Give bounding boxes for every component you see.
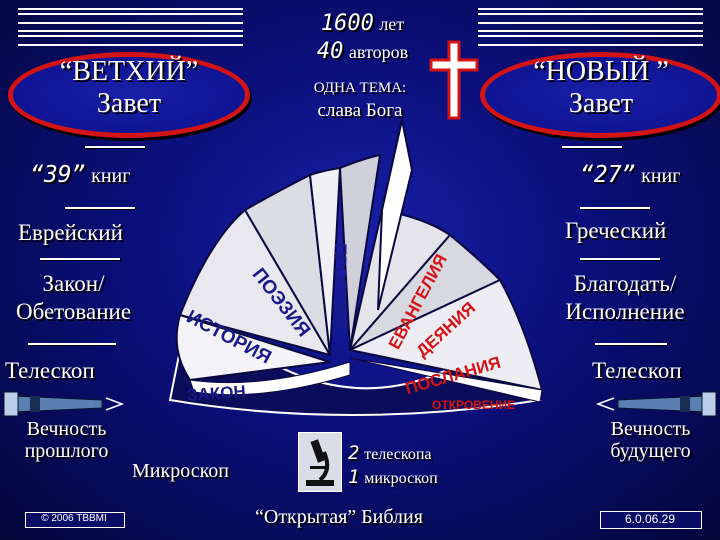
old-telescope-icon xyxy=(3,391,125,417)
new-language: Греческий xyxy=(565,218,667,243)
open-bible-caption: “Открытая” Библия xyxy=(255,506,423,528)
section-law: ЗАКОН xyxy=(186,381,247,406)
top-left-lines-2 xyxy=(18,30,243,46)
old-count-rule xyxy=(65,207,135,209)
new-scope: Вечность будущего xyxy=(610,418,691,462)
microscope-icon xyxy=(298,432,342,492)
old-title-rule xyxy=(85,146,145,148)
legend-telescopes: 2 телескопа xyxy=(348,442,432,464)
code-text: 6.0.06.29 xyxy=(624,512,676,526)
authors-text: 40 авторов xyxy=(316,39,409,64)
old-theme-rule xyxy=(28,343,116,345)
old-testament-title: “ВЕТХИЙ” Завет xyxy=(59,56,199,119)
new-testament-oval xyxy=(480,52,720,138)
copyright-text: © 2006 TBBMI xyxy=(41,513,107,524)
cross-icon xyxy=(429,40,479,120)
old-lang-rule xyxy=(40,258,120,260)
section-revelation: ОТКРОВЕНИЕ xyxy=(432,398,516,412)
new-title-rule xyxy=(562,146,622,148)
copyright-box xyxy=(25,512,125,528)
new-theme-rule xyxy=(595,343,667,345)
legend-microscope: 1 микроскоп xyxy=(348,466,438,488)
top-right-lines xyxy=(478,8,703,24)
section-prophets: ПРОРОКИ xyxy=(330,243,350,327)
old-book-count: “39” книг xyxy=(30,162,131,188)
microscope-label: Микроскоп xyxy=(132,460,229,482)
open-bible-diagram xyxy=(168,119,544,416)
new-telescope-label: Телескоп xyxy=(592,358,682,383)
top-left-lines xyxy=(18,8,243,24)
top-right-lines-2 xyxy=(478,30,703,46)
new-book-count: “27” книг xyxy=(580,162,681,188)
old-telescope-label: Телескоп xyxy=(5,358,95,383)
new-lang-rule xyxy=(580,258,660,260)
old-theme: Закон/ Обетование xyxy=(15,271,132,324)
new-count-rule xyxy=(580,207,650,209)
old-language: Еврейский xyxy=(18,220,123,245)
theme-label: ОДНА ТЕМА: xyxy=(313,80,407,96)
new-theme: Благодать/ Исполнение xyxy=(565,271,685,324)
old-scope: Вечность прошлого xyxy=(24,418,109,462)
new-telescope-icon xyxy=(595,391,717,417)
years-text: 1600 лет xyxy=(320,11,405,36)
theme-text: слава Бога xyxy=(317,100,403,121)
old-testament-oval xyxy=(8,52,250,138)
code-box xyxy=(600,511,702,529)
new-testament-title: “НОВЫЙ ” Завет xyxy=(533,56,669,119)
